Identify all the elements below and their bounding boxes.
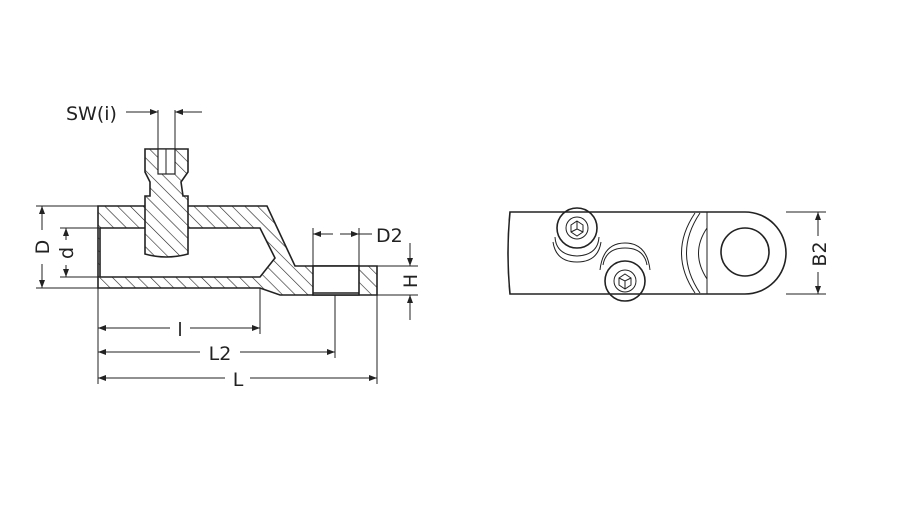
lug-hole: [720, 227, 770, 277]
label-L: L: [233, 369, 244, 391]
label-D2: D2: [376, 225, 403, 247]
label-B2: B2: [809, 241, 831, 266]
tab-hole: [312, 265, 360, 296]
label-H: H: [400, 274, 422, 288]
hex-socket-icon: [570, 220, 584, 237]
side-section-view: [97, 148, 378, 296]
label-l: l: [177, 319, 182, 341]
label-D: D: [32, 240, 54, 255]
screw-2: [599, 242, 651, 302]
hex-socket-icon: [618, 273, 632, 290]
dimension-lines: [36, 109, 418, 384]
screw-1: [552, 207, 602, 263]
label-sw: SW(i): [66, 103, 117, 125]
lug-outline-top: [507, 211, 787, 295]
label-d: d: [56, 247, 78, 259]
set-screw-section: [144, 148, 189, 258]
label-L2: L2: [209, 343, 232, 365]
top-view: [507, 207, 826, 302]
